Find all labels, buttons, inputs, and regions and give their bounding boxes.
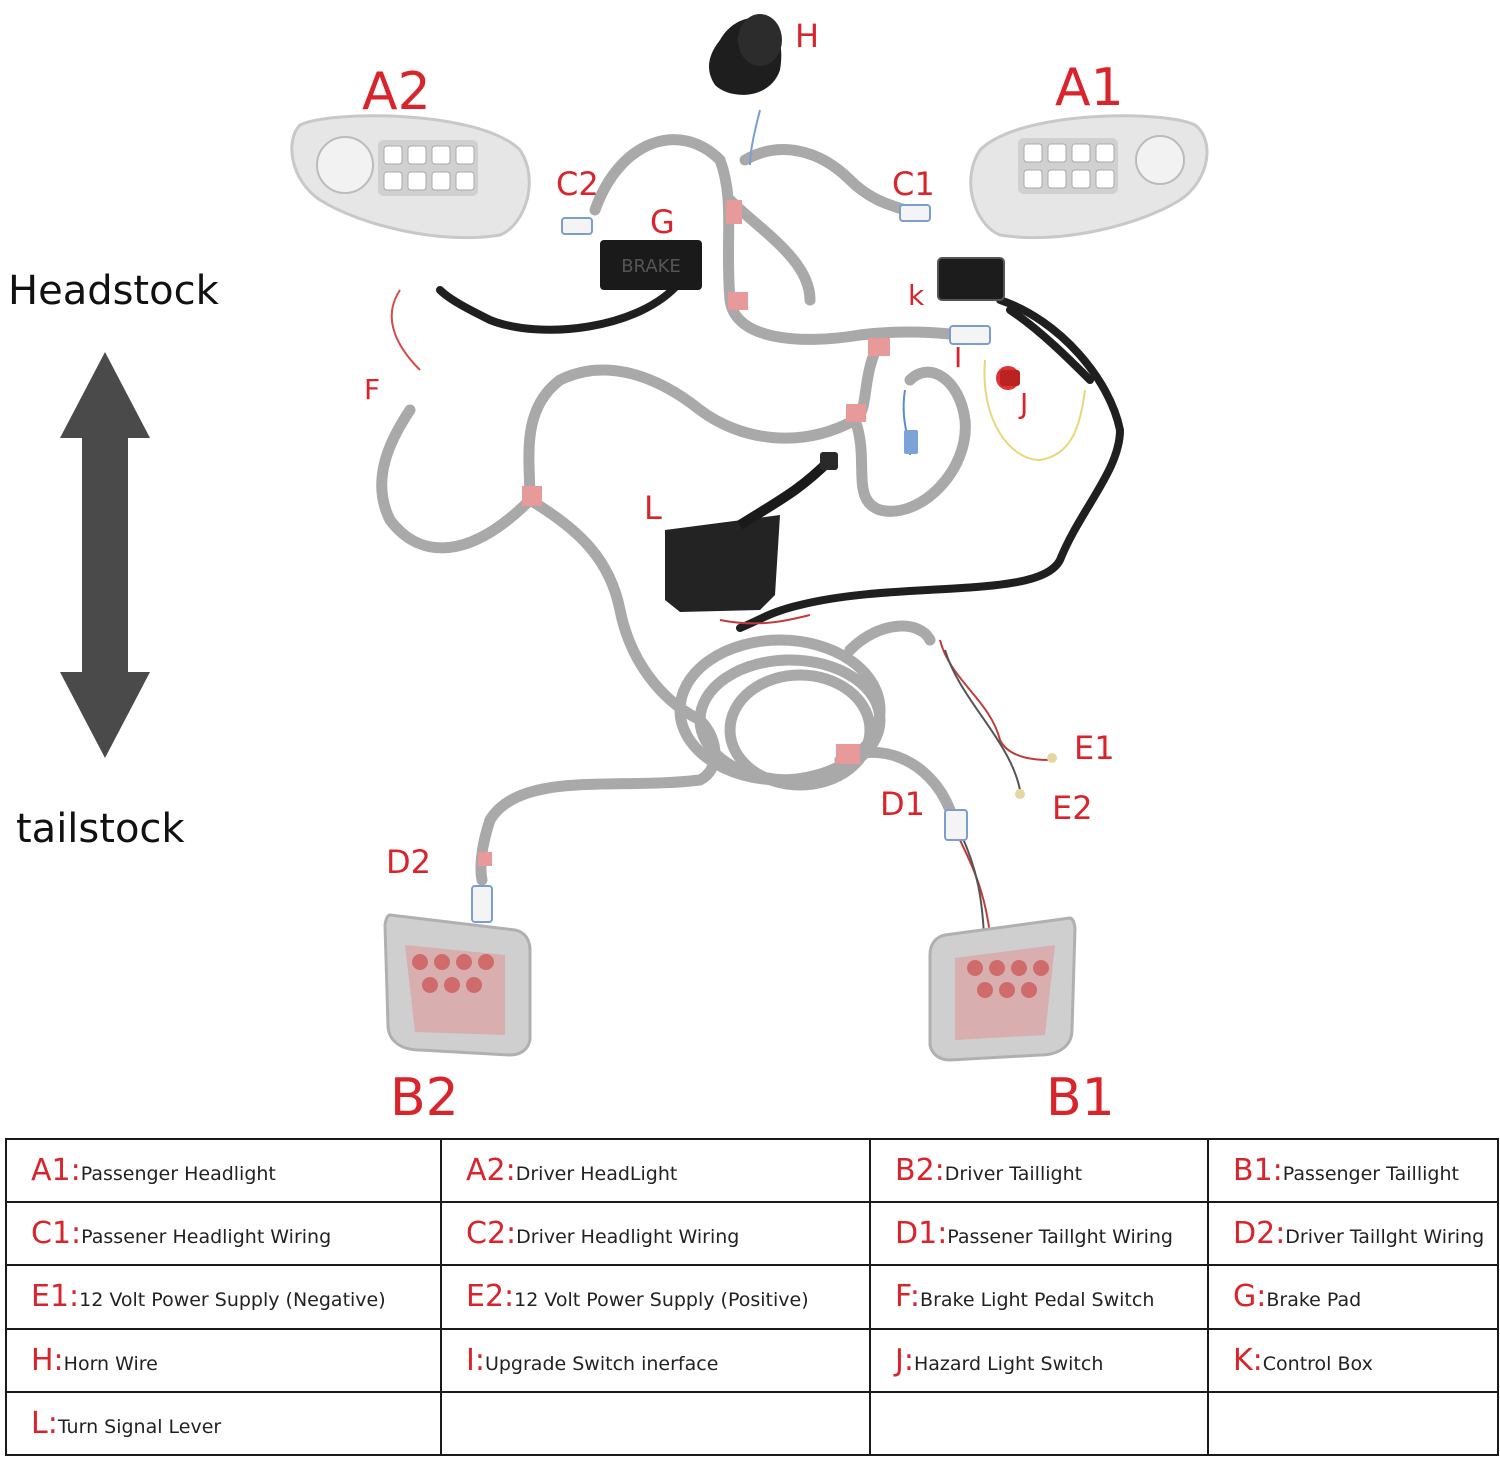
legend-cell: G:Brake Pad	[1207, 1264, 1499, 1330]
legend-description: Control Box	[1262, 1352, 1373, 1375]
legend-description: Driver Taillight	[944, 1163, 1083, 1186]
legend-code: C1:	[31, 1216, 82, 1252]
legend-cell: I:Upgrade Switch inerface	[440, 1327, 871, 1393]
legend-cell	[440, 1390, 871, 1457]
legend-description: Passener Taillght Wiring	[947, 1226, 1173, 1249]
label-c2: C2	[556, 165, 599, 203]
control-box	[937, 257, 1005, 301]
legend-cell: A1:Passenger Headlight	[5, 1137, 442, 1204]
label-l: L	[644, 489, 662, 527]
legend-row: E1:12 Volt Power Supply (Negative)E2:12 …	[5, 1264, 1499, 1330]
black-wires	[436, 278, 1125, 632]
legend-description: Brake Light Pedal Switch	[920, 1289, 1155, 1312]
label-e2: E2	[1052, 789, 1093, 827]
legend-cell: L:Turn Signal Lever	[5, 1390, 442, 1457]
label-b1: B1	[1046, 1068, 1115, 1128]
sleeves	[478, 200, 890, 866]
legend-description: Passener Headlight Wiring	[81, 1226, 332, 1249]
horn	[708, 14, 782, 95]
legend-description: Upgrade Switch inerface	[484, 1352, 719, 1375]
legend-code: H:	[31, 1342, 64, 1378]
driver-headlight	[290, 114, 531, 240]
legend-cell: E1:12 Volt Power Supply (Negative)	[5, 1264, 442, 1330]
legend-cell: D1:Passener Taillght Wiring	[869, 1201, 1209, 1267]
legend-code: A1:	[31, 1153, 81, 1189]
label-c1: C1	[892, 165, 935, 203]
legend-code: J:	[895, 1342, 914, 1378]
legend-description: Driver Headlight Wiring	[516, 1226, 740, 1249]
legend-cell: C2:Driver Headlight Wiring	[440, 1201, 871, 1267]
label-b2: B2	[390, 1068, 459, 1128]
legend-code: K:	[1233, 1342, 1263, 1378]
label-a2: A2	[362, 62, 431, 122]
driver-taillight	[383, 913, 532, 1057]
legend-cell: H:Horn Wire	[5, 1327, 442, 1393]
label-d2: D2	[386, 843, 431, 881]
legend-code: D1:	[895, 1216, 948, 1252]
legend-cell: E2:12 Volt Power Supply (Positive)	[440, 1264, 871, 1330]
legend-code: B1:	[1233, 1153, 1283, 1189]
legend-description: Driver HeadLight	[515, 1163, 678, 1186]
label-g: G	[650, 203, 675, 241]
legend-description: Hazard Light Switch	[913, 1352, 1104, 1375]
legend-cell: D2:Driver Taillght Wiring	[1207, 1201, 1499, 1267]
brake-pad-text: BRAKE	[621, 256, 681, 277]
legend-row: L:Turn Signal Lever	[5, 1390, 1499, 1457]
legend-description: Passenger Taillight	[1282, 1163, 1459, 1186]
legend-description: Horn Wire	[63, 1352, 158, 1375]
legend-code: I:	[466, 1342, 485, 1378]
legend-description: Turn Signal Lever	[57, 1415, 222, 1438]
hazard-switch	[996, 366, 1020, 390]
legend-cell	[1207, 1390, 1499, 1457]
label-e1: E1	[1074, 729, 1115, 767]
passenger-headlight	[969, 114, 1209, 240]
legend-description: Driver Taillght Wiring	[1285, 1226, 1485, 1249]
turn-signal-lever	[665, 452, 838, 612]
legend-cell: J:Hazard Light Switch	[869, 1327, 1209, 1393]
headstock-label: Headstock	[8, 268, 219, 314]
legend-description: 12 Volt Power Supply (Negative)	[79, 1289, 386, 1312]
legend-code: L:	[31, 1405, 58, 1441]
legend-cell: B2:Driver Taillight	[869, 1137, 1209, 1204]
label-h: H	[795, 17, 820, 55]
thin-wires	[390, 109, 1086, 936]
legend-description: Passenger Headlight	[80, 1163, 276, 1186]
legend-cell: F:Brake Light Pedal Switch	[869, 1264, 1209, 1330]
label-k: k	[908, 279, 925, 312]
legend-cell: K:Control Box	[1207, 1327, 1499, 1393]
label-i: I	[954, 341, 963, 374]
label-a1: A1	[1055, 58, 1124, 118]
label-j: J	[1020, 387, 1029, 420]
passenger-taillight	[928, 916, 1077, 1062]
legend-cell: A2:Driver HeadLight	[440, 1137, 871, 1204]
wiring-harness-diagram: BRAKE	[60, 14, 1209, 1062]
legend-code: A2:	[466, 1153, 516, 1189]
legend-code: G:	[1233, 1279, 1267, 1315]
terminals	[904, 430, 1057, 799]
up-down-arrow-icon	[60, 352, 150, 758]
label-f: F	[364, 373, 381, 406]
legend-cell: C1:Passener Headlight Wiring	[5, 1201, 442, 1267]
legend-cell	[869, 1390, 1209, 1457]
tailstock-label: tailstock	[16, 806, 185, 852]
legend-description: 12 Volt Power Supply (Positive)	[514, 1289, 809, 1312]
legend-code: F:	[895, 1279, 921, 1315]
legend-code: B2:	[895, 1153, 945, 1189]
connectors	[471, 204, 991, 923]
legend-code: E1:	[31, 1279, 80, 1315]
legend-code: E2:	[466, 1279, 515, 1315]
legend-code: C2:	[466, 1216, 517, 1252]
legend-code: D2:	[1233, 1216, 1286, 1252]
label-d1: D1	[880, 785, 925, 823]
legend-cell: B1:Passenger Taillight	[1207, 1137, 1499, 1204]
brake-pad: BRAKE	[600, 240, 702, 290]
legend-description: Brake Pad	[1266, 1289, 1362, 1312]
